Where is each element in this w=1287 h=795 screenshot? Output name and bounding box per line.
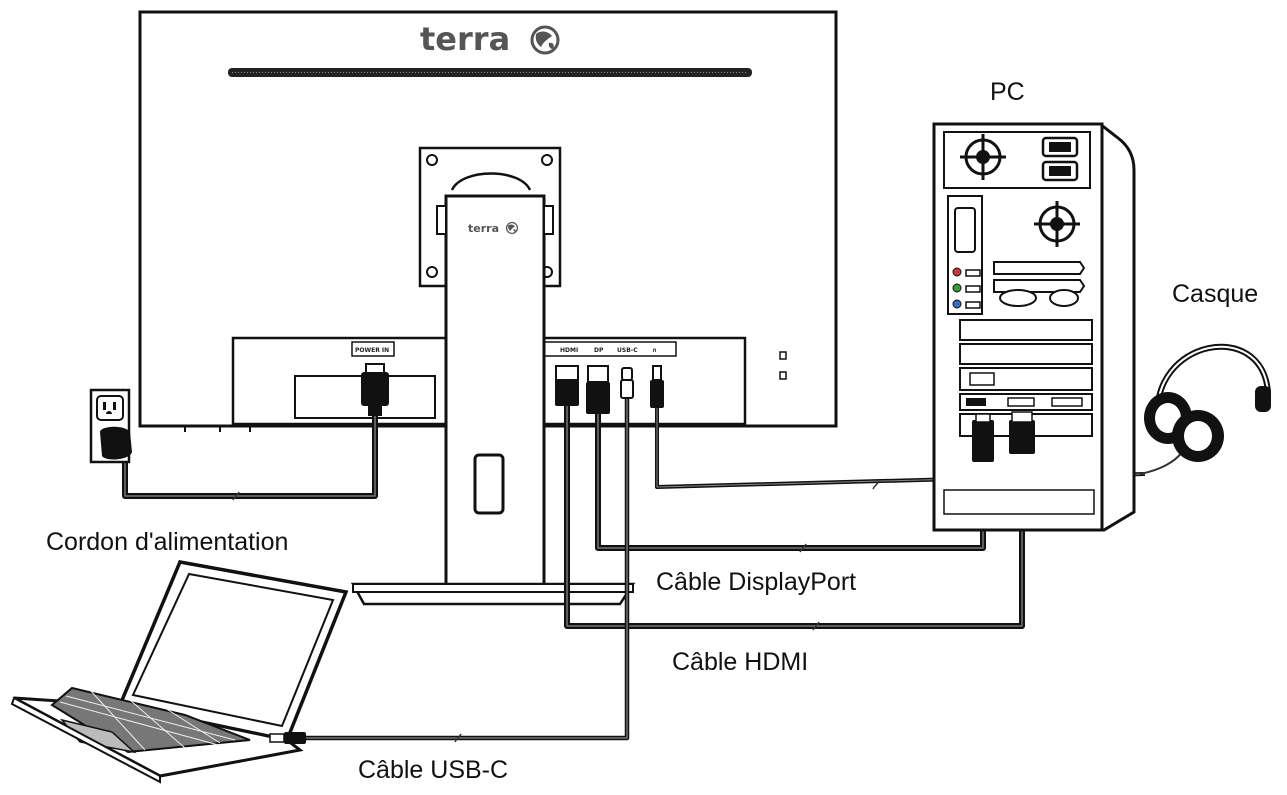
terra-logo-small: terra bbox=[468, 221, 519, 235]
svg-text:terra: terra bbox=[468, 222, 499, 235]
displayport-cable-label: Câble DisplayPort bbox=[656, 568, 857, 596]
audio-jack-plug bbox=[650, 365, 664, 408]
power-plug bbox=[361, 363, 389, 416]
usbc-port-label: USB-C bbox=[617, 347, 638, 354]
usbc-plug bbox=[620, 367, 634, 399]
displayport-plug bbox=[586, 365, 610, 414]
headphones-icon bbox=[1144, 343, 1271, 462]
dp-port-label: DP bbox=[594, 347, 604, 354]
terra-logo: terra bbox=[420, 20, 560, 58]
lock-slot-icon bbox=[779, 351, 787, 360]
wall-outlet bbox=[89, 388, 132, 464]
power-cord-label: Cordon d'alimentation bbox=[46, 528, 289, 556]
hdmi-port-label: HDMI bbox=[560, 347, 578, 354]
hdmi-plug bbox=[555, 365, 579, 406]
svg-text:terra: terra bbox=[420, 20, 510, 58]
cable-management-hole bbox=[473, 453, 505, 515]
pc-label: PC bbox=[990, 78, 1025, 106]
monitor-stand: terra bbox=[350, 194, 636, 606]
pc-displayport-plug bbox=[972, 413, 994, 462]
pc-hdmi-plug bbox=[1009, 411, 1035, 454]
usbc-cable-label: Câble USB-C bbox=[358, 756, 509, 784]
laptop bbox=[10, 560, 349, 784]
headphones-label: Casque bbox=[1172, 280, 1259, 308]
hdmi-cable-label: Câble HDMI bbox=[672, 648, 809, 676]
pc-tower bbox=[932, 122, 1136, 532]
audio-port-label: ∩ bbox=[652, 347, 657, 354]
power-port-label: POWER IN bbox=[355, 347, 389, 354]
